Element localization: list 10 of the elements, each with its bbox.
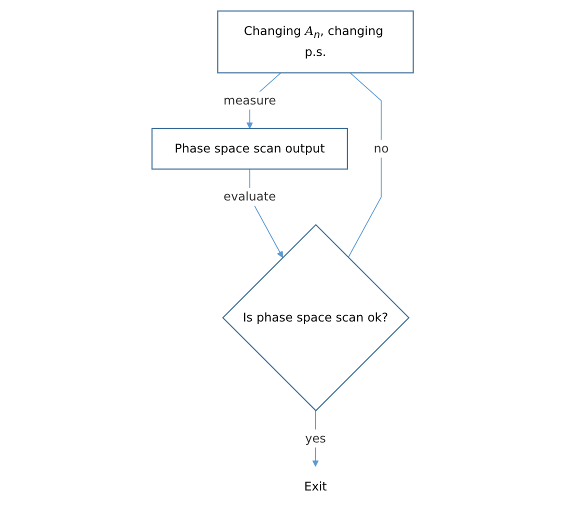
arrow [312, 410, 319, 467]
node-diamond: Is phase space scan ok? [222, 224, 410, 412]
node-box: Phase space scan output [151, 128, 348, 170]
node-text: Exit [304, 479, 327, 494]
connector [348, 72, 382, 258]
edge-label: no [374, 141, 389, 156]
edge-label: evaluate [223, 189, 276, 204]
node-box: Changing A$_{n}$, changing p.s. [217, 10, 414, 74]
edge-label: yes [304, 431, 326, 446]
edge-label: measure [223, 93, 276, 108]
